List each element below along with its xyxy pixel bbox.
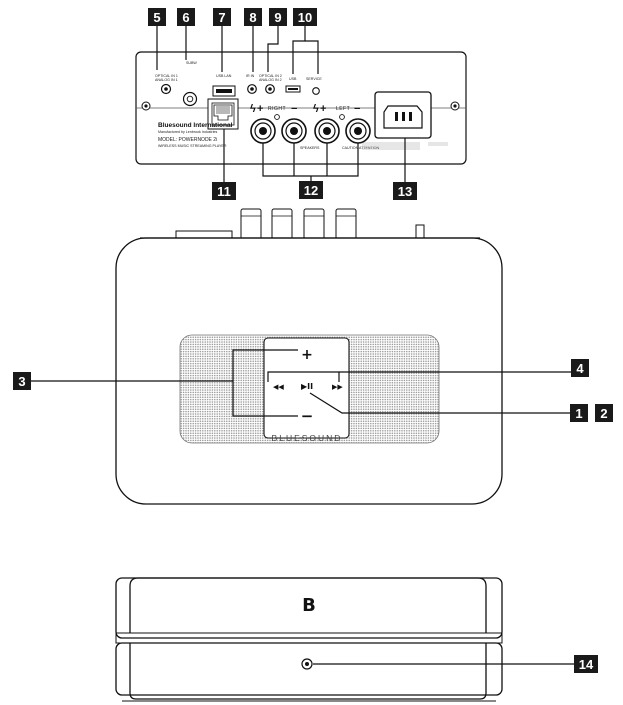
callout-10: 10: [293, 8, 317, 26]
svg-text:3: 3: [18, 374, 25, 389]
svg-text:1: 1: [575, 406, 582, 421]
model-desc: WIRELESS MUSIC STREAMING PLAYER: [158, 144, 227, 148]
rear-stub-right: [415, 224, 425, 240]
svg-text:14: 14: [579, 657, 594, 672]
callout-12: 12: [299, 181, 323, 199]
callout-3: 3: [13, 372, 31, 390]
svg-text:4: 4: [576, 361, 584, 376]
svg-text:5: 5: [153, 10, 160, 25]
callout-1: 1: [570, 404, 588, 422]
top-unit: + − ◀◀ ▶II ▶▶ BLUESOUND: [115, 208, 503, 505]
speaker-terminal-left-plus: [314, 118, 340, 144]
callout-6: 6: [177, 8, 195, 26]
next-button[interactable]: ▶▶: [332, 383, 343, 391]
callouts: 5 6 7 8 9 10 11 12 13 3 4 1 2 14: [13, 8, 613, 673]
play-pause-button[interactable]: ▶II: [301, 382, 313, 391]
label-subw: SUBW: [186, 61, 197, 65]
callout-13: 13: [393, 182, 417, 200]
svg-text:10: 10: [298, 10, 312, 25]
previous-button[interactable]: ◀◀: [273, 383, 284, 391]
front-unit: B: [115, 577, 503, 702]
callout-2: 2: [595, 404, 613, 422]
svg-text:9: 9: [274, 10, 281, 25]
svg-text:11: 11: [217, 184, 231, 199]
callout-11: 11: [212, 182, 236, 200]
label-right: RIGHT: [268, 106, 286, 112]
callout-7: 7: [213, 8, 231, 26]
speaker-terminal-right-plus: [250, 118, 276, 144]
volume-up-button[interactable]: +: [301, 347, 313, 363]
label-left: LEFT: [336, 106, 350, 112]
callout-14: 14: [574, 655, 598, 673]
label-speakers: SPEAKERS: [300, 146, 320, 150]
service-button: [312, 87, 320, 95]
callout-9: 9: [269, 8, 287, 26]
callout-8: 8: [244, 8, 262, 26]
polarity-plus-right-sign: +: [257, 103, 263, 115]
polarity-plus-left: ϟ: [313, 103, 319, 115]
svg-text:6: 6: [182, 10, 189, 25]
label-caution: CAUTION ATTENTION: [342, 146, 379, 150]
label-service: SERVICE: [306, 77, 322, 81]
left-led: [339, 114, 345, 120]
svg-text:12: 12: [304, 183, 318, 198]
callout-5: 5: [148, 8, 166, 26]
polarity-minus-left: −: [354, 103, 360, 115]
speaker-terminal-left-minus: [345, 118, 371, 144]
leader-lines: [31, 26, 574, 665]
speaker-terminal-right-minus: [281, 118, 307, 144]
label-ir-in: IR IN: [246, 74, 255, 78]
volume-down-button[interactable]: −: [301, 407, 314, 425]
brand-sub: Manufactured by Lenbrook Industries: [158, 130, 218, 134]
front-logo-mark: B: [302, 595, 316, 616]
polarity-minus-right: −: [291, 103, 297, 115]
svg-text:2: 2: [600, 406, 607, 421]
label-usb-a: USB: [289, 77, 297, 81]
touch-panel: [263, 337, 350, 439]
brand-title: Bluesound International: [158, 122, 233, 129]
terminal-stubs: [240, 208, 357, 240]
right-led: [274, 114, 280, 120]
polarity-plus-left-sign: +: [320, 103, 326, 115]
callout-4: 4: [571, 359, 589, 377]
bluesound-logo: BLUESOUND: [272, 433, 343, 443]
svg-text:8: 8: [249, 10, 256, 25]
model-label: MODEL: POWERNODE 2i: [158, 137, 217, 143]
label-usb-lan: USB LAN: [216, 74, 232, 78]
polarity-plus-right: ϟ: [250, 103, 256, 115]
svg-text:13: 13: [398, 184, 412, 199]
svg-text:7: 7: [218, 10, 225, 25]
